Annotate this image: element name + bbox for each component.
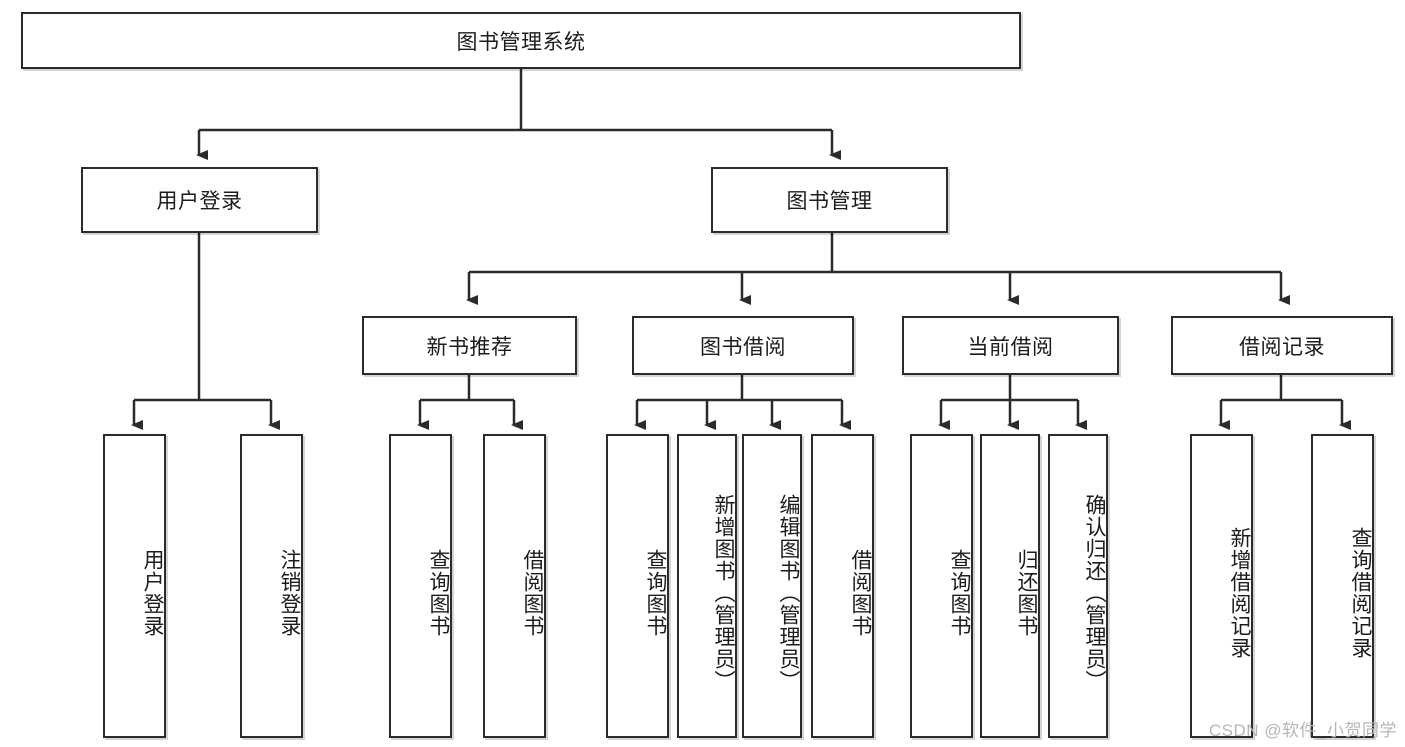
node-label: 查询图书 [948, 549, 971, 637]
node-label: 确认归还（管理员） [1083, 494, 1106, 692]
node-label: 用户登录 [156, 190, 243, 213]
leaf-book-borrow-edit[interactable]: 编辑图书（管理员） [742, 434, 802, 738]
node-label: 借阅图书 [849, 549, 872, 637]
node-user-login[interactable]: 用户登录 [81, 167, 318, 233]
leaf-borrow-record-add[interactable]: 新增借阅记录 [1190, 434, 1253, 738]
node-label: 图书管理 [786, 190, 873, 213]
node-book-management[interactable]: 图书管理 [711, 167, 948, 233]
node-label: 编辑图书（管理员） [777, 494, 800, 692]
leaf-book-borrow-query[interactable]: 查询图书 [606, 434, 669, 738]
leaf-current-borrow-confirm-return[interactable]: 确认归还（管理员） [1048, 434, 1108, 738]
node-label: 查询图书 [427, 549, 450, 637]
leaf-book-borrow-add[interactable]: 新增图书（管理员） [677, 434, 737, 738]
node-label: 新增图书（管理员） [712, 494, 735, 692]
node-current-borrow[interactable]: 当前借阅 [902, 316, 1119, 375]
leaf-book-borrow-borrow[interactable]: 借阅图书 [811, 434, 874, 738]
node-label: 查询图书 [644, 549, 667, 637]
leaf-new-book-query[interactable]: 查询图书 [389, 434, 452, 738]
node-label: 新增借阅记录 [1228, 527, 1251, 659]
node-label: 注销登录 [278, 549, 301, 637]
node-root[interactable]: 图书管理系统 [21, 12, 1021, 69]
node-label: 当前借阅 [967, 335, 1054, 359]
node-book-borrow[interactable]: 图书借阅 [632, 316, 854, 375]
node-label: 借阅记录 [1239, 335, 1325, 359]
node-label: 图书管理系统 [456, 30, 586, 54]
watermark: CSDN @软件_小贺同学 [1208, 721, 1397, 740]
leaf-borrow-record-query[interactable]: 查询借阅记录 [1311, 434, 1374, 738]
node-label: 归还图书 [1015, 549, 1038, 637]
leaf-current-borrow-query[interactable]: 查询图书 [910, 434, 973, 738]
node-label: 借阅图书 [521, 549, 544, 637]
leaf-user-login-logout[interactable]: 注销登录 [240, 434, 303, 738]
leaf-new-book-borrow[interactable]: 借阅图书 [483, 434, 546, 738]
node-label: 查询借阅记录 [1349, 527, 1372, 659]
node-label: 新书推荐 [426, 335, 513, 359]
leaf-current-borrow-return[interactable]: 归还图书 [980, 434, 1040, 738]
node-label: 用户登录 [141, 549, 164, 637]
node-borrow-record[interactable]: 借阅记录 [1171, 316, 1393, 375]
node-label: 图书借阅 [700, 335, 786, 359]
node-new-book-recommend[interactable]: 新书推荐 [362, 316, 577, 375]
leaf-user-login-login[interactable]: 用户登录 [103, 434, 166, 738]
